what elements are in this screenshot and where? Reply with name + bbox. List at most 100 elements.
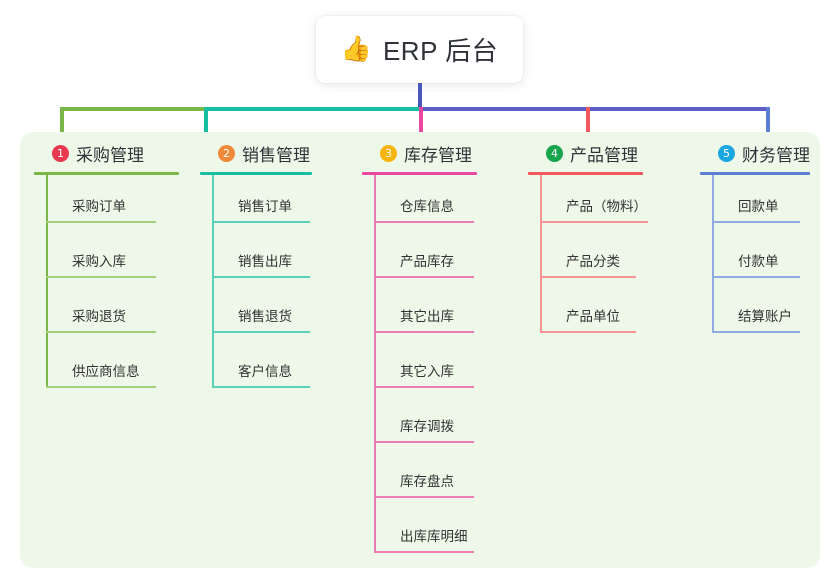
- leaf-underline: [46, 386, 156, 388]
- branch-badge-3: 3: [380, 144, 397, 162]
- leaf-item[interactable]: 回款单: [712, 199, 800, 223]
- leaf-underline: [212, 276, 310, 278]
- leaf-label: 采购订单: [72, 199, 126, 214]
- leaf-item[interactable]: 产品单位: [540, 309, 636, 333]
- root-node[interactable]: 👍 ERP 后台: [316, 16, 523, 83]
- branch-badge-2: 2: [218, 144, 235, 162]
- leaf-underline: [712, 331, 800, 333]
- connector-drop-2: [204, 107, 208, 149]
- leaf-underline: [540, 221, 648, 223]
- connector-bar-segment-1: [60, 107, 206, 111]
- branch-column-2: 2 销售管理 销售订单 销售出库 销售退货 客户信息: [200, 140, 312, 388]
- leaf-underline: [46, 331, 156, 333]
- branch-title-4: 产品管理: [570, 145, 638, 165]
- branch-column-3: 3 库存管理 仓库信息 产品库存 其它出库 其它入库 库存调拨 库存盘点: [362, 140, 477, 553]
- leaf-underline: [46, 276, 156, 278]
- connector-drop-5: [766, 107, 770, 149]
- leaf-item[interactable]: 付款单: [712, 254, 800, 278]
- branch-header-2[interactable]: 2 销售管理: [200, 140, 312, 166]
- branch-underline-4: [528, 172, 643, 175]
- branch-badge-1: 1: [52, 144, 69, 162]
- leaf-underline: [374, 441, 474, 443]
- branch-underline-2: [200, 172, 312, 175]
- leaf-item[interactable]: 产品分类: [540, 254, 636, 278]
- leaf-label: 销售退货: [238, 309, 292, 324]
- leaf-label: 客户信息: [238, 364, 292, 379]
- branch-header-4[interactable]: 4 产品管理: [528, 140, 643, 166]
- leaf-item[interactable]: 库存盘点: [374, 474, 474, 498]
- leaf-underline: [374, 386, 474, 388]
- leaf-label: 产品库存: [400, 254, 454, 269]
- leaf-underline: [712, 276, 800, 278]
- leaf-underline: [540, 276, 636, 278]
- leaf-label: 其它入库: [400, 364, 454, 379]
- branch-column-4: 4 产品管理 产品（物料） 产品分类 产品单位: [528, 140, 648, 333]
- leaf-underline: [212, 221, 310, 223]
- leaf-label: 回款单: [738, 199, 779, 214]
- branch-spine-3: [374, 175, 376, 552]
- branch-spine-1: [46, 175, 48, 387]
- branch-underline-3: [362, 172, 477, 175]
- connector-bar-segment-2: [204, 107, 421, 111]
- leaf-underline: [374, 276, 474, 278]
- leaf-item[interactable]: 销售订单: [212, 199, 310, 223]
- leaf-underline: [374, 221, 474, 223]
- root-title: ERP 后台: [382, 36, 499, 66]
- branch-spine-5: [712, 175, 714, 332]
- leaf-underline: [212, 331, 310, 333]
- leaf-underline: [540, 331, 636, 333]
- leaf-item[interactable]: 产品库存: [374, 254, 474, 278]
- branch-underline-5: [700, 172, 810, 175]
- leaf-underline: [374, 496, 474, 498]
- branch-title-1: 采购管理: [76, 145, 144, 165]
- branch-title-5: 财务管理: [742, 145, 810, 165]
- branch-column-5: 5 财务管理 回款单 付款单 结算账户: [700, 140, 810, 333]
- leaf-label: 采购入库: [72, 254, 126, 269]
- leaf-label: 产品分类: [566, 254, 620, 269]
- branch-title-3: 库存管理: [404, 145, 472, 165]
- connector-bar-segment-3: [419, 107, 770, 111]
- branch-column-1: 1 采购管理 采购订单 采购入库 采购退货 供应商信息: [34, 140, 179, 388]
- leaf-label: 出库库明细: [400, 529, 468, 544]
- leaf-item[interactable]: 仓库信息: [374, 199, 474, 223]
- thumbs-up-icon: 👍: [340, 35, 372, 63]
- branch-header-5[interactable]: 5 财务管理: [700, 140, 810, 166]
- branch-badge-4: 4: [546, 144, 563, 162]
- leaf-label: 结算账户: [738, 309, 792, 324]
- branch-title-2: 销售管理: [242, 145, 310, 165]
- leaf-label: 销售出库: [238, 254, 292, 269]
- leaf-item[interactable]: 销售出库: [212, 254, 310, 278]
- leaf-item[interactable]: 供应商信息: [46, 364, 156, 388]
- connector-drop-4: [586, 107, 590, 149]
- branch-header-1[interactable]: 1 采购管理: [34, 140, 179, 166]
- leaf-item[interactable]: 客户信息: [212, 364, 310, 388]
- root-stem-connector: [418, 83, 422, 109]
- leaf-item[interactable]: 其它出库: [374, 309, 474, 333]
- leaf-item[interactable]: 销售退货: [212, 309, 310, 333]
- leaf-label: 销售订单: [238, 199, 292, 214]
- leaf-underline: [374, 331, 474, 333]
- leaf-item[interactable]: 库存调拨: [374, 419, 474, 443]
- leaf-underline: [374, 551, 474, 553]
- leaf-underline: [212, 386, 310, 388]
- leaf-item[interactable]: 采购入库: [46, 254, 156, 278]
- leaf-label: 供应商信息: [72, 364, 140, 379]
- leaf-label: 库存调拨: [400, 419, 454, 434]
- leaf-item[interactable]: 产品（物料）: [540, 199, 648, 223]
- branch-spine-2: [212, 175, 214, 387]
- leaf-item[interactable]: 其它入库: [374, 364, 474, 388]
- leaf-label: 库存盘点: [400, 474, 454, 489]
- leaf-label: 付款单: [738, 254, 779, 269]
- leaf-item[interactable]: 采购订单: [46, 199, 156, 223]
- leaf-label: 仓库信息: [400, 199, 454, 214]
- leaf-underline: [46, 221, 156, 223]
- leaf-item[interactable]: 出库库明细: [374, 529, 474, 553]
- leaf-item[interactable]: 结算账户: [712, 309, 800, 333]
- leaf-label: 其它出库: [400, 309, 454, 324]
- branch-header-3[interactable]: 3 库存管理: [362, 140, 477, 166]
- leaf-label: 产品单位: [566, 309, 620, 324]
- leaf-item[interactable]: 采购退货: [46, 309, 156, 333]
- leaf-label: 采购退货: [72, 309, 126, 324]
- branch-badge-5: 5: [718, 144, 735, 162]
